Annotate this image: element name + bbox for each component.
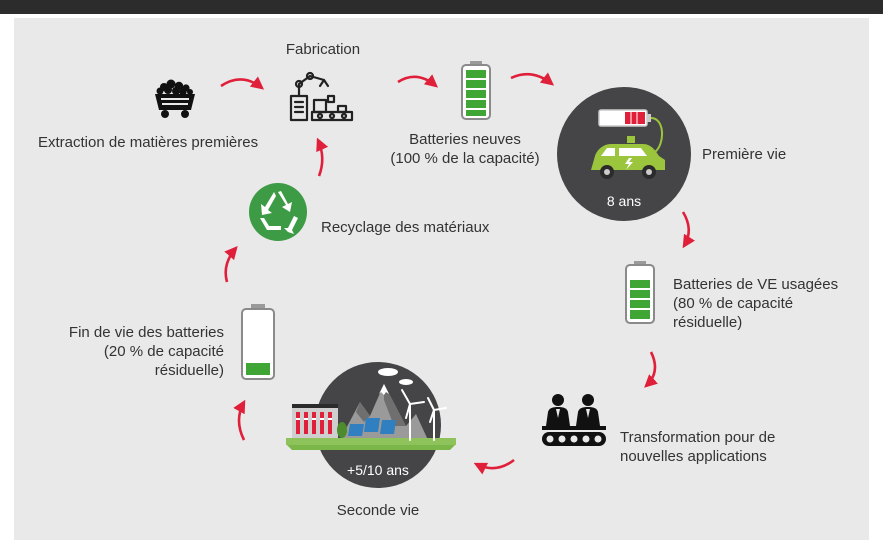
recycle-icon [249,183,307,241]
label-new-batteries-line1: Batteries neuves [409,131,521,148]
mine-cart-icon [155,79,195,118]
battery-80-icon [625,261,655,324]
first-life-years: 8 ans [606,193,642,209]
label-transformation-line2: nouvelles applications [620,448,767,465]
label-end-of-life-line1: Fin de vie des batteries [68,324,224,341]
label-fabrication: Fabrication [285,41,361,58]
top-bar [0,0,883,14]
label-used-ev-line2: (80 % de capacité [673,295,794,312]
label-recycling: Recyclage des matériaux [321,219,490,236]
label-used-ev-batteries: Batteries de VE usagées (80 % de capacit… [673,275,838,332]
label-new-batteries-line2: (100 % de la capacité) [390,150,540,167]
diagram-panel [14,18,869,540]
energy-storage-landscape-icon [286,368,456,450]
workers-conveyor-icon [542,394,606,446]
label-end-of-life-line3: résiduelle) [154,362,224,379]
label-used-ev-line1: Batteries de VE usagées [673,276,839,293]
label-used-ev-line3: résiduelle) [673,314,743,331]
label-second-life: Seconde vie [336,502,420,519]
label-end-of-life: Fin de vie des batteries (20 % de capaci… [30,323,224,380]
second-life-years: +5/10 ans [347,462,409,478]
battery-full-icon [461,61,491,120]
label-extraction: Extraction de matières premières [38,134,259,151]
label-end-of-life-line2: (20 % de capacité [103,343,224,360]
ev-car-charging-icon [591,109,665,179]
robot-arm-factory-icon [289,71,354,122]
battery-20-icon [241,304,275,380]
label-transformation: Transformation pour de nouvelles applica… [620,428,775,466]
label-first-life: Première vie [702,146,787,163]
label-new-batteries: Batteries neuves (100 % de la capacité) [370,130,560,168]
label-transformation-line1: Transformation pour de [620,429,776,446]
